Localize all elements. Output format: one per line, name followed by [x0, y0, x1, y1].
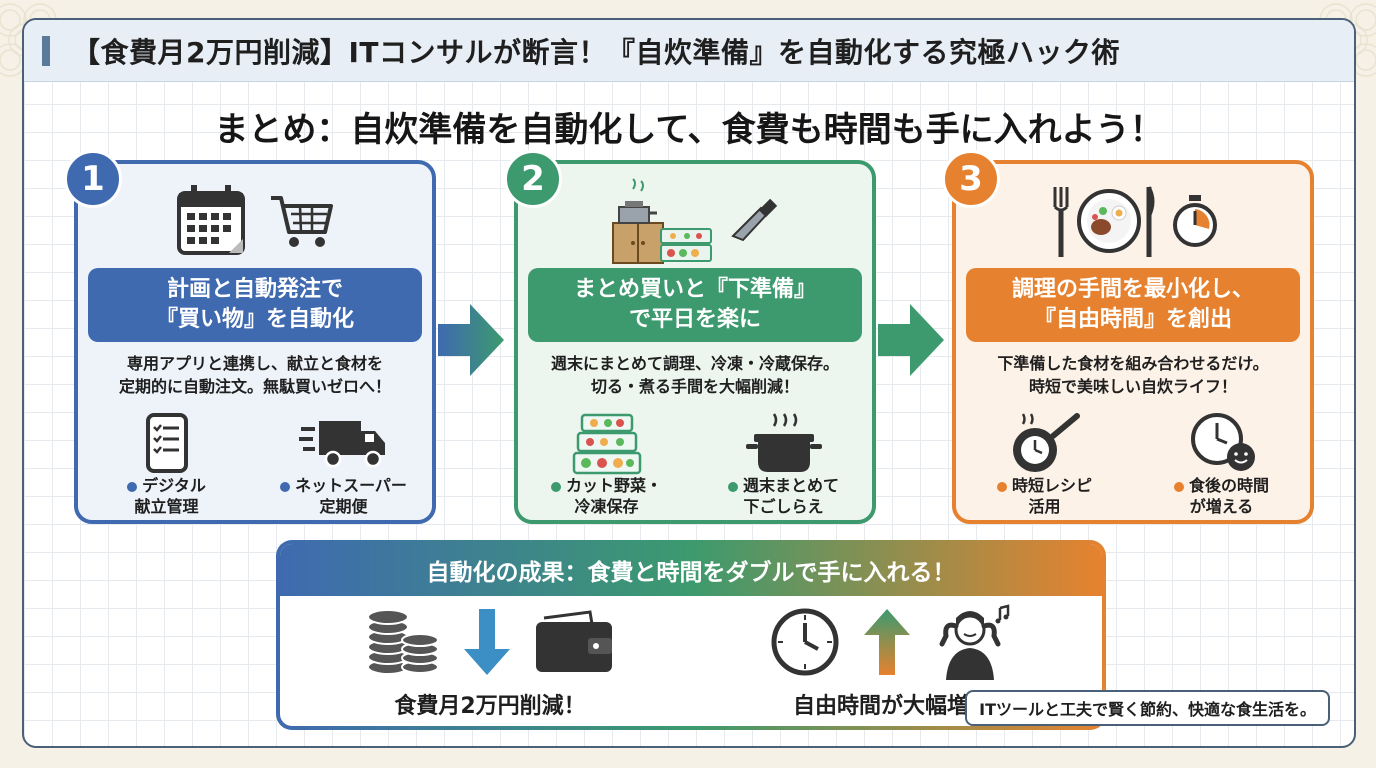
sub-item-label-line: デジタル	[142, 476, 206, 495]
bullet-dot	[1173, 481, 1184, 492]
step-banner-line: まとめ買いと『下準備』	[573, 277, 816, 303]
step-description: 下準備した食材を組み合わせるだけ。 時短で美味しい自炊ライフ！	[960, 352, 1306, 398]
sub-item-label-line: 定期便	[319, 496, 368, 516]
slide-frame: 【食費月2万円削減】ITコンサルが断言！『自炊準備』を自動化する究極ハック術 ま…	[22, 18, 1356, 748]
step-sub-items: デジタル献立管理 ネットスーパー定期便	[78, 410, 432, 518]
footer-note: ITツールと工夫で賢く節約、快適な食生活を。	[965, 690, 1330, 726]
sub-item-label-line: 時短レシピ	[1011, 476, 1092, 495]
sub-item: 週末まとめて下ごしらえ	[704, 410, 864, 518]
step-icons	[956, 176, 1310, 266]
flow-arrow-right	[438, 304, 504, 376]
knife-icon	[731, 198, 778, 242]
step-description-line: 切る・煮る手間を大幅削減！	[590, 377, 799, 397]
step-description-line: 週末にまとめて調理、冷凍・冷蔵保存。	[550, 354, 839, 373]
wallet-icon	[536, 610, 612, 672]
step-icons	[518, 176, 872, 266]
storage-containers-icon	[572, 413, 641, 475]
title-bar: 【食費月2万円削減】ITコンサルが断言！『自炊準備』を自動化する究極ハック術	[24, 20, 1354, 82]
clock-smile-icon	[1190, 413, 1255, 471]
stopwatch-icon	[1173, 195, 1217, 247]
calendar-icon	[177, 185, 245, 255]
kitchen-prep-icon	[612, 178, 712, 264]
step-description-line: 時短で美味しい自炊ライフ！	[1028, 377, 1237, 397]
cooking-pot-icon	[745, 413, 822, 472]
step-card-1: 1 計画と自動発注で 『買い物』を自動化	[64, 150, 436, 524]
sub-item-label: 食後の時間が増える	[1173, 476, 1269, 518]
meal-plate-icon	[1053, 186, 1155, 257]
step-number-badge: 3	[942, 150, 1000, 208]
step-banner: まとめ買いと『下準備』 で平日を楽に	[528, 268, 862, 342]
shopping-cart-icon	[271, 196, 333, 247]
step-card-3: 3 調理の手間を最小化し、 『自由時間』を創出	[942, 150, 1314, 524]
step-number-badge: 2	[504, 150, 562, 208]
bullet-dot	[550, 481, 561, 492]
step-description: 専用アプリと連携し、献立と食材を 定期的に自動注文。無駄買いゼロへ！	[82, 352, 428, 398]
flow-arrow-right	[878, 304, 944, 376]
sub-item-label-line: 活用	[1028, 496, 1061, 516]
sub-item: 時短レシピ活用	[965, 410, 1125, 518]
sub-item: カット野菜・冷凍保存	[527, 410, 687, 518]
result-savings-label: 食費月2万円削減！	[394, 694, 586, 719]
sub-item-label-line: 献立管理	[134, 496, 199, 516]
step-banner: 調理の手間を最小化し、 『自由時間』を創出	[966, 268, 1300, 342]
result-heading: 自動化の成果：食費と時間をダブルで手に入れる！	[280, 544, 1102, 596]
down-arrow-icon	[464, 609, 510, 675]
sub-item-label: 週末まとめて下ごしらえ	[727, 476, 839, 518]
step-number-badge: 1	[64, 150, 122, 208]
up-arrow-icon	[864, 609, 910, 675]
step-sub-items: カット野菜・冷凍保存 週末まとめて下ごしらえ	[518, 410, 872, 518]
step-banner-line: 計画と自動発注で	[166, 277, 343, 303]
sub-item-label-line: 週末まとめて	[742, 476, 839, 495]
frying-pan-timer-icon	[1012, 413, 1080, 472]
bullet-dot	[127, 481, 138, 492]
step-description-line: 下準備した食材を組み合わせるだけ。	[997, 354, 1269, 373]
sub-item: 食後の時間が増える	[1142, 410, 1302, 518]
step-description: 週末にまとめて調理、冷凍・冷蔵保存。 切る・煮る手間を大幅削減！	[522, 352, 868, 398]
coins-icon	[367, 609, 439, 675]
step-card-2: 2 まとめ買いと『下準備』 で平日を楽に	[504, 150, 876, 524]
delivery-truck-icon	[298, 421, 385, 468]
step-banner-line: で平日を楽に	[628, 307, 761, 332]
step-banner-line: 『買い物』を自動化	[155, 307, 354, 332]
smartphone-checklist-icon	[145, 413, 188, 473]
clock-icon	[771, 608, 839, 676]
result-time-label: 自由時間が大幅増！	[792, 694, 991, 719]
result-panel: 自動化の成果：食費と時間をダブルで手に入れる！	[276, 540, 1106, 730]
bullet-dot	[996, 481, 1007, 492]
sub-item-label-line: カット野菜・	[565, 476, 662, 495]
sub-item-label: 時短レシピ活用	[996, 476, 1092, 518]
sub-item-label-line: ネットスーパー	[295, 476, 407, 495]
step-icons	[78, 176, 432, 266]
bullet-dot	[280, 481, 291, 492]
sub-item-label-line: 下ごしらえ	[743, 496, 824, 516]
sub-item: ネットスーパー定期便	[264, 410, 424, 518]
summary-heading: まとめ：自炊準備を自動化して、食費も時間も手に入れよう！	[214, 110, 1164, 150]
step-description-line: 定期的に自動注文。無駄買いゼロへ！	[118, 377, 391, 397]
sub-item-label: デジタル献立管理	[127, 476, 206, 518]
sub-item: デジタル献立管理	[87, 410, 247, 518]
sub-item-label: カット野菜・冷凍保存	[550, 476, 662, 518]
sub-item-label-line: 食後の時間	[1188, 476, 1269, 495]
title-accent-bar	[42, 35, 50, 66]
result-time: 自由時間が大幅増！	[692, 600, 1092, 720]
sub-item-label: ネットスーパー定期便	[280, 476, 407, 518]
step-banner-line: 『自由時間』を創出	[1033, 307, 1232, 332]
sub-item-label-line: 冷凍保存	[574, 496, 639, 516]
step-description-line: 専用アプリと連携し、献立と食材を	[126, 354, 383, 373]
result-savings: 食費月2万円削減！	[290, 600, 690, 720]
bullet-dot	[727, 481, 738, 492]
step-banner-line: 調理の手間を最小化し、	[1011, 277, 1254, 303]
step-banner: 計画と自動発注で 『買い物』を自動化	[88, 268, 422, 342]
sub-item-label-line: が増える	[1189, 496, 1254, 516]
step-sub-items: 時短レシピ活用 食後の時間が増える	[956, 410, 1310, 518]
relaxed-person-icon	[939, 604, 1010, 680]
page-title: 【食費月2万円削減】ITコンサルが断言！『自炊準備』を自動化する究極ハック術	[72, 35, 1121, 69]
